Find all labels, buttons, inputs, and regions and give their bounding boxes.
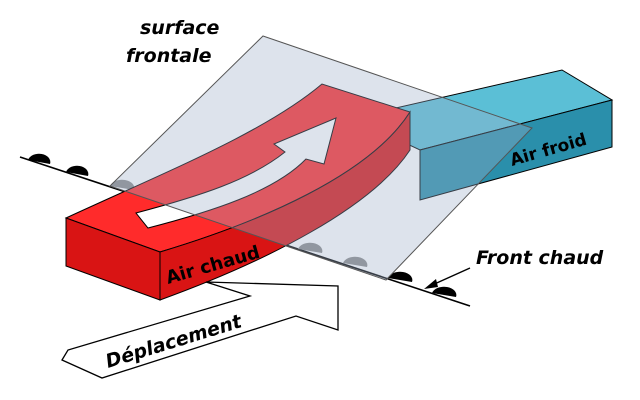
semicircle-icon <box>66 165 89 176</box>
surface-label-line1: surface <box>140 17 220 39</box>
cold-air-block: Air froid <box>350 69 614 201</box>
semicircle-icon <box>28 153 51 164</box>
movement-arrow: Déplacement <box>61 281 339 379</box>
front-pointer <box>424 267 471 289</box>
front-line <box>19 153 471 307</box>
surface-label-line2: frontale <box>126 45 212 67</box>
semicircle-icon <box>110 179 135 190</box>
semicircle-icon <box>343 256 368 267</box>
frontal-surface-plane <box>109 35 533 281</box>
semicircle-icon <box>432 286 457 297</box>
curved-arrow-icon <box>135 117 337 229</box>
warm-air-block: Air chaud <box>64 83 411 301</box>
block-arrow-icon <box>61 281 339 379</box>
warm-air-side-face <box>159 110 411 301</box>
cold-air-front-face <box>419 99 613 201</box>
semicircle-icon <box>298 242 323 253</box>
front-pointer-head <box>424 279 438 289</box>
semicircle-icon <box>388 271 413 282</box>
front-label: Front chaud <box>476 247 604 269</box>
